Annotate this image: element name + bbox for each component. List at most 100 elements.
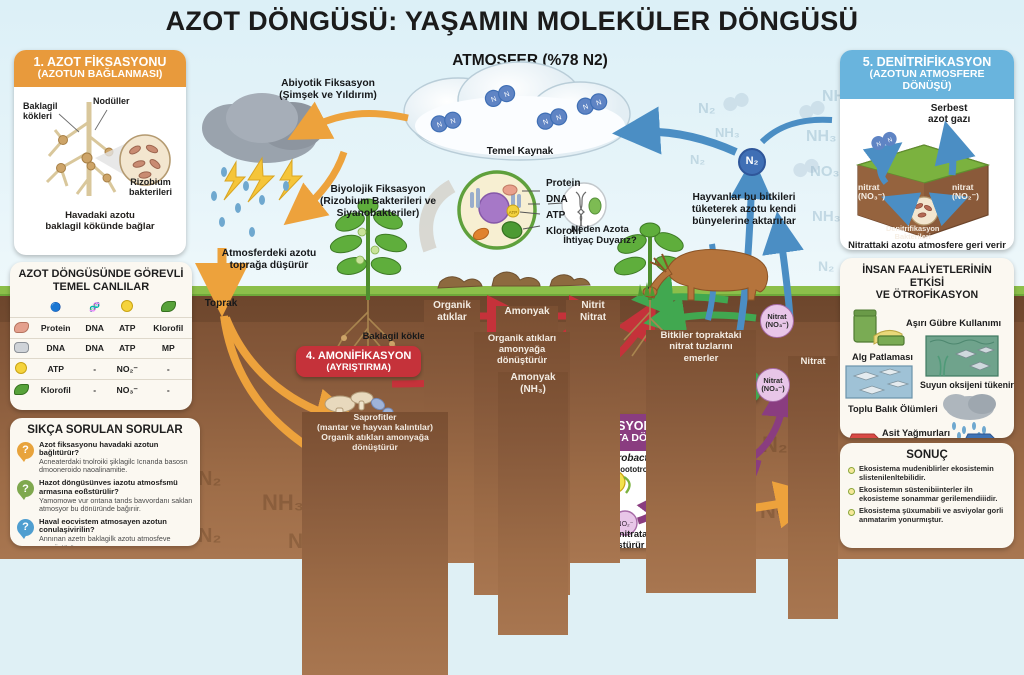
blue-car-icon — [965, 433, 996, 438]
label-nitrate-left: nitrat (NO₃⁻) — [858, 181, 886, 201]
table-cell: Klorofil — [153, 323, 184, 333]
panel-denitrification-header: 5. DENİTRİFİKASYON (AZOTUN ATMOSFERE DÖN… — [840, 50, 1014, 99]
organisms-table-title: AZOT DÖNGÜSÜNDE GÖREVLİ TEMEL CANLILAR — [18, 268, 184, 293]
table-cell: - — [93, 385, 97, 396]
label-primary-source: Temel Kaynak — [486, 146, 554, 157]
conclusion-item: Ekosistema mudeniblirler ekosistemin sli… — [840, 464, 1014, 486]
chlorophyll-icon — [10, 380, 32, 400]
panel-conclusion: SONUÇ Ekosistema mudeniblirler ekosistem… — [840, 443, 1014, 548]
faq-title: SIKÇA SORULAN SORULAR — [27, 424, 183, 436]
fish-kill-icon — [845, 364, 913, 399]
conclusion-title: SONUÇ — [906, 449, 948, 461]
table-cell: Protein — [40, 323, 71, 333]
bullet-icon — [848, 508, 855, 516]
badge-ammonification: 4. AMONİFİKASYON (AYRIŞTIRMA) — [296, 346, 422, 378]
atmosphere-label: ATMOSFER (%78 N2) — [452, 52, 608, 69]
label-legume-roots-scene: Baklagil kökleri — [362, 330, 432, 341]
label-free-nitrogen-gas: Serbest azot gazı — [928, 102, 971, 125]
table-cell: ATP — [118, 323, 136, 333]
token-nitrate-top: Nitrat (NO₃⁻) — [760, 304, 794, 338]
conclusion-text: Ekosistema mudeniblirler ekosistemin sli… — [859, 464, 994, 482]
label-oxygen-depletion: Suyun oksijeni tükenir — [920, 379, 1014, 390]
question-mark-icon: ? — [17, 441, 34, 462]
question-mark-icon: ? — [17, 518, 34, 539]
label-mass-fish-deaths: Toplu Balık Ölümleri — [848, 403, 938, 414]
protein-icon — [10, 318, 32, 338]
faq-list: ? Azot fiksasyonu havadaki azotun bağlıtü… — [10, 439, 200, 546]
fixation-illustration: Baklagil kökleri Nodüller Rizobium bakte… — [21, 96, 179, 208]
label-biological-fixation: Biyolojik Fiksasyon (Rizobium Bakteriler… — [319, 184, 437, 220]
table-cell: NO₂⁻ — [116, 363, 138, 374]
label-soil: Toprak — [204, 298, 238, 309]
table-cell: - — [93, 364, 97, 375]
faq-question: Azot fiksasyonu havadaki azotun bağlıtür… — [39, 439, 159, 458]
table-row: Protein DNA ATP Klorofil — [10, 317, 192, 338]
badge-ammonification-subtitle: (AYRIŞTIRMA) — [326, 361, 391, 373]
table-cell: - — [166, 385, 170, 396]
panel-organisms-table: AZOT DÖNGÜSÜNDE GÖREVLİ TEMEL CANLILAR 🔵… — [10, 262, 192, 410]
table-cell: Klorofil — [40, 385, 71, 396]
table-cell: DNA — [85, 343, 104, 354]
label-denitrifying-bacteria: Denitrifikasyon Bakterileri — [886, 223, 940, 241]
table-cell: ATP — [47, 364, 64, 375]
soil-block-drawing: N N — [855, 120, 991, 238]
conclusion-text: Ekosistema şüxumabili ve asviyolar gorli… — [859, 505, 1004, 524]
header-icon-dna: 🧬 — [89, 301, 101, 312]
svg-text:N: N — [887, 137, 893, 144]
page-title: AZOT DÖNGÜSÜ: YAŞAMIN MOLEKÜLER DÖNGÜSÜ — [165, 6, 859, 36]
table-cell: DNA — [85, 323, 104, 333]
label-saprophytes: Saprofitler (mantar ve hayvan kalıntılar… — [302, 412, 448, 675]
label-rain-deposits: Atmosferdeki azotu toprağa düşürür — [221, 248, 317, 272]
table-cell: DNA — [46, 343, 66, 354]
table-row: DNA DNA ATP MP — [10, 338, 192, 358]
dna-icon — [10, 338, 32, 358]
table-row: Klorofil - NO₃⁻ - — [10, 379, 192, 400]
label-nitrite-nitrate: Nitrit Nitrat — [566, 300, 620, 563]
label-cell-dna: DNA — [546, 194, 568, 205]
panel-fixation-subtitle: (AZOTUN BAĞLANMASI) — [37, 68, 163, 80]
label-cell-atp: ATP — [546, 210, 566, 221]
denitrification-caption: Nitrattaki azotu atmosfere geri verir — [848, 238, 1006, 250]
bullet-icon — [848, 487, 855, 495]
token-n2: N₂ — [738, 148, 766, 176]
faq-answer: Acneaterdaki tnolroiki şiklagilc Icnanda… — [39, 456, 188, 475]
label-abiotic-fixation: Abiyotik Fiksasyon (Şimşek ve Yıldırım) — [279, 78, 377, 102]
table-cell: ATP — [118, 343, 136, 354]
human-impact-title: İNSAN FAALİYETLERİNİN ETKİSİ VE ÖTROFİKA… — [862, 264, 992, 301]
label-nitrobacter: Nitrobacter — [604, 452, 658, 464]
badge-ammonification-title: 4. AMONİFİKASYON — [306, 350, 412, 362]
label-legume-roots: Baklagil kökleri — [23, 100, 58, 121]
table-row: ATP - NO₂⁻ - — [10, 358, 192, 380]
label-nitrobacter-type: (kemoototrof) — [602, 464, 653, 474]
algae-water-icon — [925, 334, 999, 377]
faq-item[interactable]: ? Azot fiksasyonu havadaki azotun bağlıtü… — [10, 439, 200, 478]
header-icon-atp — [110, 297, 145, 318]
label-rhizobium: Rizobium bakterileri — [129, 176, 173, 197]
table-cell: - — [166, 364, 170, 375]
bullet-icon — [848, 467, 855, 474]
panel-faq: SIKÇA SORULAN SORULAR ? Azot fiksasyonu h… — [10, 418, 200, 546]
conclusion-item: Ekosistema şüxumabili ve asviyolar gorli… — [840, 505, 1014, 528]
root-nodule-drawing — [45, 101, 171, 196]
red-car-icon — [849, 433, 880, 438]
conclusion-list: Ekosistema mudeniblirler ekosistemin sli… — [840, 464, 1014, 528]
fixation-caption: Havadaki azotu baklagil kökünde bağlar — [45, 209, 155, 233]
panel-human-impact: İNSAN FAALİYETLERİNİN ETKİSİ VE ÖTROFİKA… — [840, 258, 1014, 438]
faq-question: Haval eocvistem atmosayen azotun conulaş… — [39, 516, 167, 535]
faq-item[interactable]: ? Haval eocvistem atmosayen azotun conula… — [10, 516, 200, 546]
label-nitrate-plain: Nitrat — [788, 356, 838, 619]
label-acid-rain: Asit Yağmurları — [882, 427, 951, 438]
faq-item[interactable]: ?Hazot döngüsünves iazotu atmosfsmü arma… — [10, 478, 200, 517]
table-corner — [10, 297, 32, 318]
conclusion-text: Ekosistemın süstenibiinterler iln ekosis… — [859, 484, 998, 503]
table-cell: MP — [161, 343, 175, 354]
table-cell: NO₃⁻ — [116, 384, 138, 395]
faq-answer: Annınan azetrı baklagilk azotu atmosfeve… — [39, 534, 171, 546]
label-plants-absorb: Bitkiler topraktaki nitrat tuzlarını eme… — [646, 330, 756, 593]
conclusion-item: Ekosistemın süstenibiinterler iln ekosis… — [840, 484, 1014, 507]
fertilizer-icon — [853, 309, 905, 346]
label-excess-fertilizer: Aşırı Gübre Kullanımı — [906, 317, 1002, 328]
